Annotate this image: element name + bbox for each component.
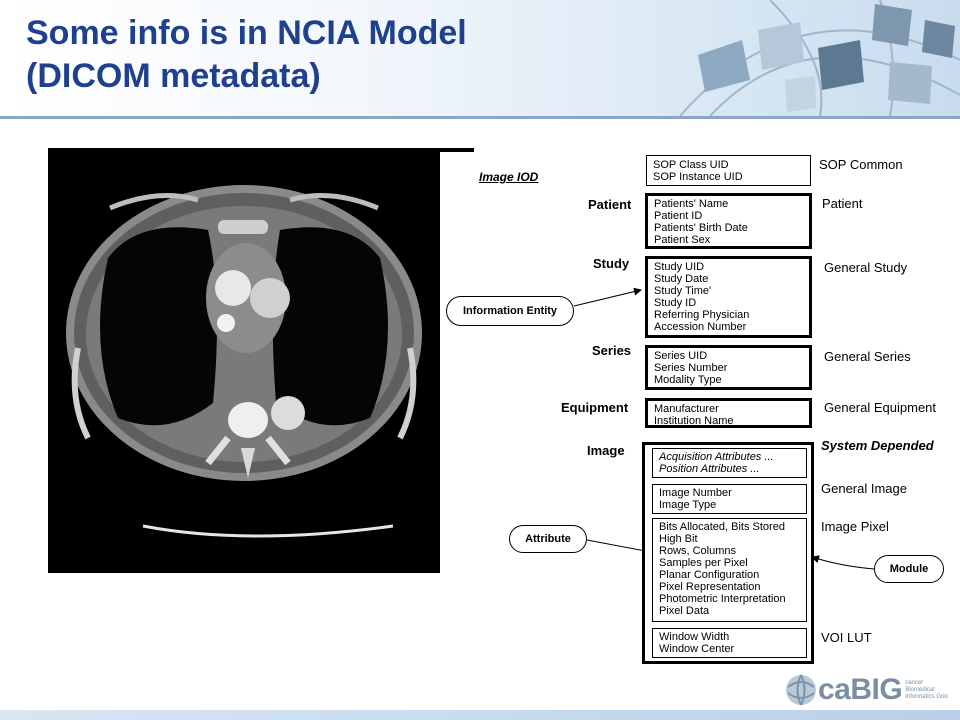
module-label-general-equipment: General Equipment (824, 400, 937, 415)
attribute-text: Samples per Pixel (659, 557, 748, 569)
image-pixel-box: Bits Allocated, Bits Stored High Bit Row… (652, 518, 807, 622)
module-label-general-study: General Study (824, 260, 908, 275)
image-iod-label: Image IOD (479, 170, 539, 184)
attribute-text: Window Center (659, 643, 735, 655)
attribute-text: Series UID (654, 350, 708, 362)
module-label-general-series: General Series (824, 349, 911, 364)
slide-title: Some info is in NCIA Model (DICOM metada… (26, 14, 467, 95)
attribute-text: Patient ID (654, 210, 703, 222)
attribute-text: Pixel Data (659, 605, 710, 617)
ct-scan-image (48, 148, 440, 573)
attribute-text: Patients' Name (654, 198, 729, 210)
attribute-text: Study UID (654, 261, 705, 273)
entity-label-series: Series (592, 343, 632, 358)
attribute-text: Bits Allocated, Bits Stored (659, 521, 785, 533)
voi-lut-box: Window Width Window Center (652, 628, 807, 658)
attribute-text: Accession Number (654, 321, 747, 333)
attribute-text: Study Date (654, 273, 709, 285)
module-label-patient: Patient (822, 196, 863, 211)
entity-label-image: Image (587, 443, 625, 458)
footer-bar (0, 710, 960, 720)
logo-tagline: cancer Biomedical Informatics Grid (905, 679, 948, 700)
study-module-box: Study UID Study Date Study Time' Study I… (645, 256, 812, 338)
module-label-sop-common: SOP Common (819, 157, 903, 172)
sop-common-box: SOP Class UID SOP Instance UID (646, 155, 811, 186)
attribute-text: Institution Name (654, 415, 734, 427)
system-depended-box: Acquisition Attributes ... Position Attr… (652, 448, 807, 478)
attribute-callout: Attribute (509, 525, 587, 553)
attribute-text: Manufacturer (654, 403, 719, 415)
cabig-logo: caBIG cancer Biomedical Informatics Grid (784, 673, 951, 707)
entity-label-study: Study (593, 256, 630, 271)
attribute-text: Referring Physician (654, 309, 750, 321)
globe-decoration-icon (679, 0, 960, 116)
attribute-text: Planar Configuration (659, 569, 760, 581)
attribute-text: Position Attributes ... (659, 463, 760, 475)
attribute-text: Patient Sex (654, 234, 711, 246)
attribute-text: Acquisition Attributes ... (659, 451, 774, 463)
module-callout: Module (874, 555, 944, 583)
logo-wordmark: caBIG (818, 673, 903, 706)
module-label-voi-lut: VOI LUT (821, 630, 872, 645)
attribute-text: Modality Type (654, 374, 722, 386)
attribute-text: SOP Class UID (653, 159, 729, 171)
attribute-text: Patients' Birth Date (654, 222, 748, 234)
attribute-text: Study ID (654, 297, 697, 309)
patient-module-box: Patients' Name Patient ID Patients' Birt… (645, 193, 812, 249)
module-label-general-image: General Image (821, 481, 907, 496)
attribute-text: Study Time' (654, 285, 712, 297)
entity-label-equipment: Equipment (561, 400, 629, 415)
series-module-box: Series UID Series Number Modality Type (645, 345, 812, 390)
attribute-text: Series Number (654, 362, 728, 374)
equipment-module-box: Manufacturer Institution Name (645, 398, 812, 428)
image-frame-edge (440, 148, 474, 152)
attribute-text: Photometric Interpretation (659, 593, 786, 605)
attribute-text: Image Number (659, 487, 732, 499)
attribute-text: High Bit (659, 533, 698, 545)
attribute-text: Rows, Columns (659, 545, 737, 557)
information-entity-callout: Information Entity (446, 296, 574, 326)
attribute-text: Image Type (659, 499, 717, 511)
module-label-system-depended: System Depended (821, 438, 934, 453)
entity-label-patient: Patient (588, 197, 632, 212)
attribute-text: SOP Instance UID (653, 171, 743, 183)
globe-logo-icon (786, 674, 816, 706)
attribute-text: Pixel Representation (659, 581, 761, 593)
attribute-text: Window Width (659, 631, 730, 643)
header-divider (0, 116, 960, 119)
general-image-box: Image Number Image Type (652, 484, 807, 514)
module-label-image-pixel: Image Pixel (821, 519, 889, 534)
